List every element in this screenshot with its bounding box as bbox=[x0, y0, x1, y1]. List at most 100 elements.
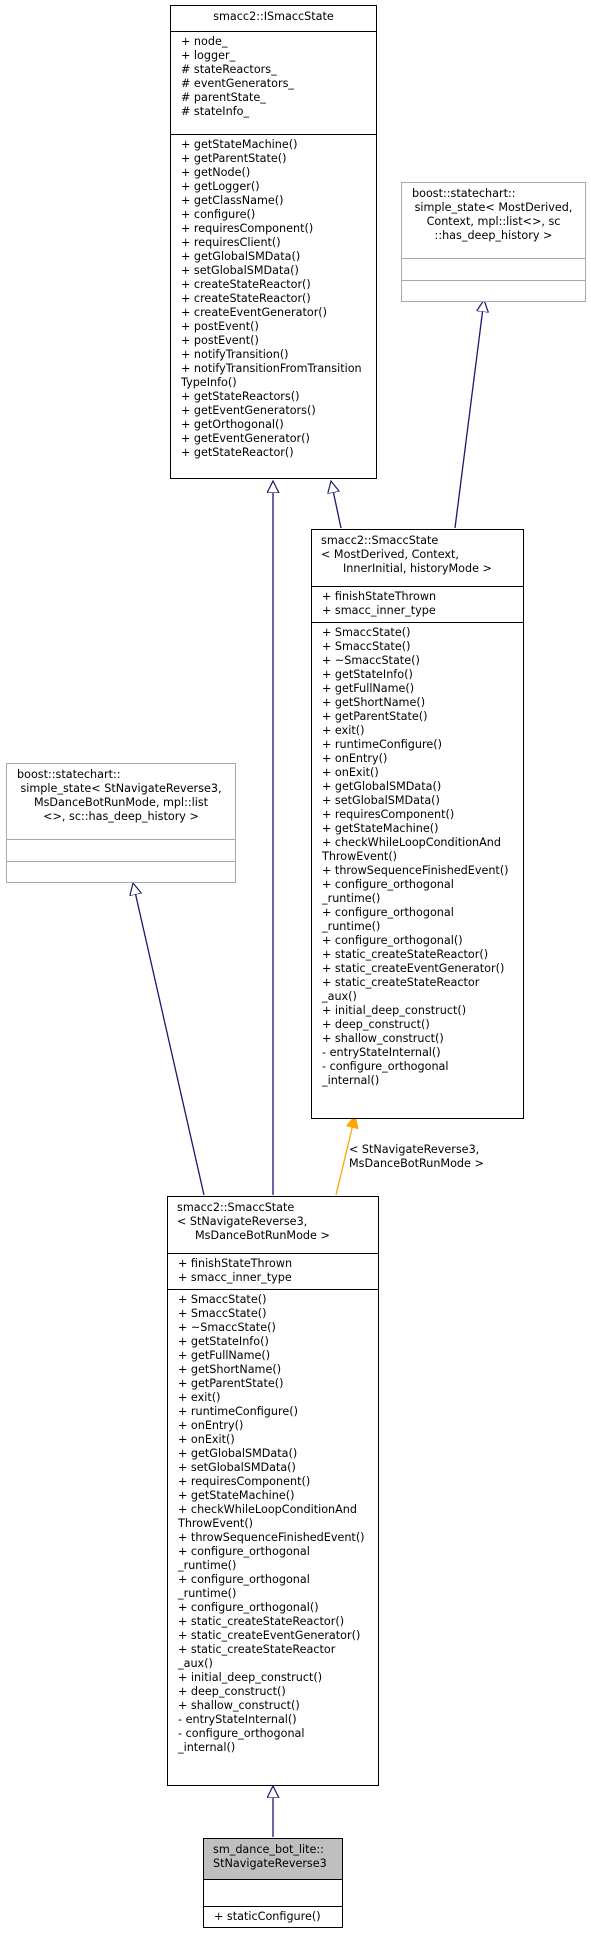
title-line: <>, sc::has_deep_history > bbox=[43, 810, 199, 823]
method: + getStateInfo() bbox=[322, 668, 413, 681]
method: + requiresComponent() bbox=[322, 808, 455, 821]
title-line: < MostDerived, Context, bbox=[321, 548, 459, 561]
method: + createEventGenerator() bbox=[181, 306, 328, 319]
method: - entryStateInternal() bbox=[178, 1713, 297, 1726]
method: ThrowEvent() bbox=[178, 1517, 254, 1530]
method: + configure_orthogonal bbox=[178, 1545, 310, 1558]
title-line: smacc2::SmaccState bbox=[177, 1201, 295, 1214]
attributes-section: + finishStateThrown + smacc_inner_type bbox=[168, 1253, 378, 1289]
method: + getEventGenerator() bbox=[181, 432, 310, 445]
title-line: simple_state< MostDerived, bbox=[414, 201, 573, 214]
ismacc-state-class[interactable]: smacc2::ISmaccState + node_ + logger_ # … bbox=[170, 5, 377, 479]
method: + SmaccState() bbox=[178, 1307, 267, 1320]
method: + getParentState() bbox=[181, 152, 287, 165]
title-line: smacc2::ISmaccState bbox=[213, 10, 334, 23]
method: + getGlobalSMData() bbox=[178, 1447, 298, 1460]
method: + getLogger() bbox=[181, 180, 260, 193]
method: _runtime() bbox=[322, 920, 381, 933]
method: + initial_deep_construct() bbox=[322, 1004, 467, 1017]
class-title: boost::statechart:: simple_state< MostDe… bbox=[402, 183, 585, 258]
attribute: # stateInfo_ bbox=[181, 105, 250, 118]
method: + configure() bbox=[181, 208, 256, 221]
method: + SmaccState() bbox=[322, 626, 411, 639]
title-line: Context, mpl::list<>, sc bbox=[426, 215, 561, 228]
methods-section: + staticConfigure() bbox=[204, 1906, 342, 1927]
method: + notifyTransitionFromTransition bbox=[181, 362, 362, 375]
method: + static_createStateReactor bbox=[178, 1643, 336, 1656]
method: + getOrthogonal() bbox=[181, 418, 284, 431]
method: ThrowEvent() bbox=[322, 850, 398, 863]
edge-smacc-template-to-simple-state bbox=[454, 300, 484, 529]
attribute: # stateReactors_ bbox=[181, 63, 277, 76]
method: + setGlobalSMData() bbox=[181, 264, 299, 277]
method: + throwSequenceFinishedEvent() bbox=[322, 864, 509, 877]
simple-state-generic-class[interactable]: boost::statechart:: simple_state< MostDe… bbox=[401, 182, 586, 302]
smacc-state-specific-class[interactable]: smacc2::SmaccState < StNavigateReverse3,… bbox=[167, 1196, 379, 1786]
attributes-section bbox=[402, 258, 585, 280]
method: + requiresComponent() bbox=[181, 222, 314, 235]
title-line: InnerInitial, historyMode > bbox=[343, 562, 492, 575]
method: + requiresComponent() bbox=[178, 1475, 311, 1488]
attribute: # eventGenerators_ bbox=[181, 77, 295, 90]
title-line: StNavigateReverse3 bbox=[213, 1857, 327, 1870]
class-title: smacc2::ISmaccState bbox=[171, 6, 376, 31]
method: + SmaccState() bbox=[178, 1293, 267, 1306]
method: + getEventGenerators() bbox=[181, 404, 316, 417]
class-title: smacc2::SmaccState < MostDerived, Contex… bbox=[312, 530, 523, 586]
method: + createStateReactor() bbox=[181, 292, 311, 305]
method: + notifyTransition() bbox=[181, 348, 289, 361]
method: + getFullName() bbox=[178, 1349, 271, 1362]
template-edge-label-line: < StNavigateReverse3, bbox=[349, 1143, 480, 1156]
attributes-section bbox=[7, 839, 235, 861]
attribute: # parentState_ bbox=[181, 91, 266, 104]
method: + getShortName() bbox=[178, 1363, 282, 1376]
st-navigate-reverse3-class[interactable]: sm_dance_bot_lite:: StNavigateReverse3 +… bbox=[203, 1838, 343, 1928]
method: + postEvent() bbox=[181, 334, 259, 347]
attributes-section: + node_ + logger_ # stateReactors_ # eve… bbox=[171, 31, 376, 134]
method: _internal() bbox=[322, 1074, 380, 1087]
method: + ~SmaccState() bbox=[178, 1321, 276, 1334]
method: + getStateMachine() bbox=[181, 138, 298, 151]
attributes-section bbox=[204, 1879, 342, 1906]
method: + checkWhileLoopConditionAnd bbox=[322, 836, 501, 849]
method: + getParentState() bbox=[322, 710, 428, 723]
title-line: boost::statechart:: bbox=[17, 768, 121, 781]
method: + configure_orthogonal bbox=[178, 1573, 310, 1586]
method: + static_createEventGenerator() bbox=[322, 962, 505, 975]
title-line: simple_state< StNavigateReverse3, bbox=[20, 782, 222, 795]
method: + getStateMachine() bbox=[178, 1489, 295, 1502]
method: + onExit() bbox=[322, 766, 379, 779]
class-title: boost::statechart:: simple_state< StNavi… bbox=[7, 764, 235, 839]
method: + runtimeConfigure() bbox=[322, 738, 442, 751]
smacc-state-template-class[interactable]: smacc2::SmaccState < MostDerived, Contex… bbox=[311, 529, 524, 1119]
method: + getGlobalSMData() bbox=[181, 250, 301, 263]
method: _runtime() bbox=[322, 892, 381, 905]
title-line: MsDanceBotRunMode, mpl::list bbox=[33, 796, 209, 809]
method: + static_createStateReactor bbox=[322, 976, 480, 989]
title-line: MsDanceBotRunMode > bbox=[195, 1229, 330, 1242]
method: + getParentState() bbox=[178, 1377, 284, 1390]
method: + getClassName() bbox=[181, 194, 284, 207]
method: + static_createStateReactor() bbox=[322, 948, 489, 961]
method: + postEvent() bbox=[181, 320, 259, 333]
method: + static_createEventGenerator() bbox=[178, 1629, 361, 1642]
edge-smacc-template-to-ismacc bbox=[331, 481, 342, 529]
simple-state-specific-class[interactable]: boost::statechart:: simple_state< StNavi… bbox=[6, 763, 236, 883]
class-title: sm_dance_bot_lite:: StNavigateReverse3 bbox=[204, 1839, 342, 1879]
method: + exit() bbox=[178, 1391, 221, 1404]
method: + configure_orthogonal bbox=[322, 878, 454, 891]
method: + setGlobalSMData() bbox=[322, 794, 440, 807]
method: + SmaccState() bbox=[322, 640, 411, 653]
method: + requiresClient() bbox=[181, 236, 281, 249]
method: + exit() bbox=[322, 724, 365, 737]
method: + getStateMachine() bbox=[322, 822, 439, 835]
attribute: + smacc_inner_type bbox=[178, 1271, 292, 1284]
method: + getShortName() bbox=[322, 696, 426, 709]
title-line: sm_dance_bot_lite:: bbox=[213, 1843, 324, 1856]
method: + getStateReactors() bbox=[181, 390, 300, 403]
method: + getFullName() bbox=[322, 682, 415, 695]
method: + createStateReactor() bbox=[181, 278, 311, 291]
method: + getStateInfo() bbox=[178, 1335, 269, 1348]
method: + checkWhileLoopConditionAnd bbox=[178, 1503, 357, 1516]
